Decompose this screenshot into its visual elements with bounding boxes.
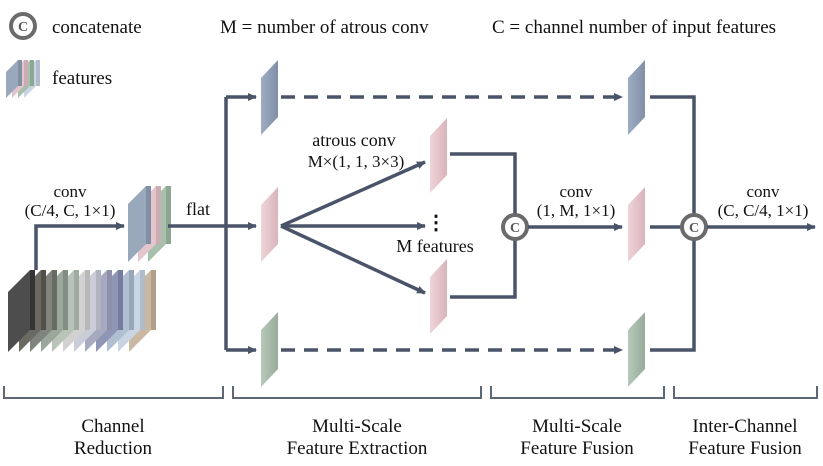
conv1-label: conv bbox=[53, 182, 87, 201]
section-1-title-line1: Channel bbox=[81, 416, 144, 437]
inter-bottom-connector bbox=[650, 240, 696, 352]
legend-slab-edge-1 bbox=[24, 60, 28, 86]
atrous-arrow-top bbox=[280, 160, 426, 228]
legend-slab-edge-2 bbox=[30, 60, 34, 86]
input-slab-edge-8 bbox=[118, 270, 123, 330]
reduced-slab-edge-0 bbox=[146, 186, 151, 244]
section-brackets bbox=[3, 386, 818, 399]
input-slab-edge-6 bbox=[96, 270, 101, 330]
fusion-top-connector bbox=[450, 152, 517, 214]
input-slab-edge-1 bbox=[41, 270, 46, 330]
section-3-title-line2: Feature Fusion bbox=[520, 438, 634, 459]
pink-feature-map-atrous-bottom bbox=[430, 259, 447, 334]
bracket-channel-reduction bbox=[3, 386, 224, 399]
section-2-title-line1: Multi-Scale bbox=[312, 416, 402, 437]
conv2-params: (1, M, 1×1) bbox=[537, 201, 616, 220]
pink-feature-map-left bbox=[261, 187, 278, 262]
conv1-arrow bbox=[34, 222, 125, 270]
pink-feature-map-right bbox=[628, 187, 645, 262]
concat-node-1: C bbox=[501, 213, 529, 241]
concat-legend-symbol: C bbox=[18, 20, 28, 35]
atrous-conv-params: M×(1, 1, 3×3) bbox=[308, 152, 405, 171]
concat-node-2-symbol: C bbox=[689, 221, 699, 236]
section-3-title-line1: Multi-Scale bbox=[532, 416, 622, 437]
reduced-slab-0 bbox=[128, 186, 146, 262]
conv3-label: conv bbox=[746, 182, 780, 201]
input-slab-edge-5 bbox=[85, 270, 90, 330]
legend-slab-edge-0 bbox=[18, 60, 22, 86]
flat-label: flat bbox=[186, 199, 210, 219]
atrous-arrow-bottom bbox=[280, 224, 426, 295]
input-slab-edge-10 bbox=[140, 270, 145, 330]
input-feature-stack bbox=[8, 270, 156, 352]
concat-node-1-symbol: C bbox=[510, 221, 520, 236]
input-slab-edge-4 bbox=[74, 270, 79, 330]
input-slab-edge-9 bbox=[129, 270, 134, 330]
vertical-dots: ⋮ bbox=[426, 212, 446, 234]
m-features-label: M features bbox=[396, 236, 473, 256]
blue-feature-map-right bbox=[628, 60, 645, 135]
features-legend-icon bbox=[6, 60, 40, 98]
section-1-title-line2: Reduction bbox=[74, 438, 153, 459]
input-slab-edge-11 bbox=[151, 270, 156, 330]
reduced-slab-edge-2 bbox=[166, 186, 171, 244]
bracket-inter-channel bbox=[673, 386, 818, 399]
c-definition: C = channel number of input features bbox=[492, 17, 776, 38]
blue-feature-map-left bbox=[261, 60, 278, 135]
green-feature-map-left bbox=[261, 312, 278, 387]
concat-node-2: C bbox=[680, 213, 708, 241]
bracket-feature-fusion bbox=[490, 386, 665, 399]
input-slab-edge-7 bbox=[107, 270, 112, 330]
section-4-title-line1: Inter-Channel bbox=[692, 416, 797, 437]
legend-slab-0 bbox=[6, 60, 18, 98]
section-4-title-line2: Feature Fusion bbox=[688, 438, 802, 459]
input-slab-edge-3 bbox=[63, 270, 68, 330]
atrous-conv-label: atrous conv bbox=[312, 130, 395, 150]
conv1-params: (C/4, C, 1×1) bbox=[25, 201, 116, 220]
reduced-slab-edge-1 bbox=[156, 186, 161, 244]
input-slab-edge-2 bbox=[52, 270, 57, 330]
reduced-feature-stack bbox=[128, 186, 171, 262]
input-slab-edge-0 bbox=[30, 270, 35, 330]
conv2-label: conv bbox=[559, 182, 593, 201]
m-definition: M = number of atrous conv bbox=[220, 17, 429, 38]
features-legend-label: features bbox=[52, 68, 112, 89]
legend: C concatenate features M = number of atr… bbox=[6, 12, 776, 98]
pink-feature-map-atrous-top bbox=[430, 118, 447, 193]
section-2-title-line2: Feature Extraction bbox=[287, 438, 428, 459]
input-slab-0 bbox=[8, 270, 30, 352]
inter-top-connector bbox=[650, 95, 696, 214]
green-feature-map-right bbox=[628, 312, 645, 387]
concat-legend-label: concatenate bbox=[52, 17, 142, 38]
fusion-bottom-connector bbox=[450, 240, 517, 299]
concat-legend-icon: C bbox=[9, 12, 37, 40]
bracket-feature-extraction bbox=[232, 386, 482, 399]
legend-slab-edge-3 bbox=[36, 60, 40, 86]
conv3-params: (C, C/4, 1×1) bbox=[718, 201, 809, 220]
